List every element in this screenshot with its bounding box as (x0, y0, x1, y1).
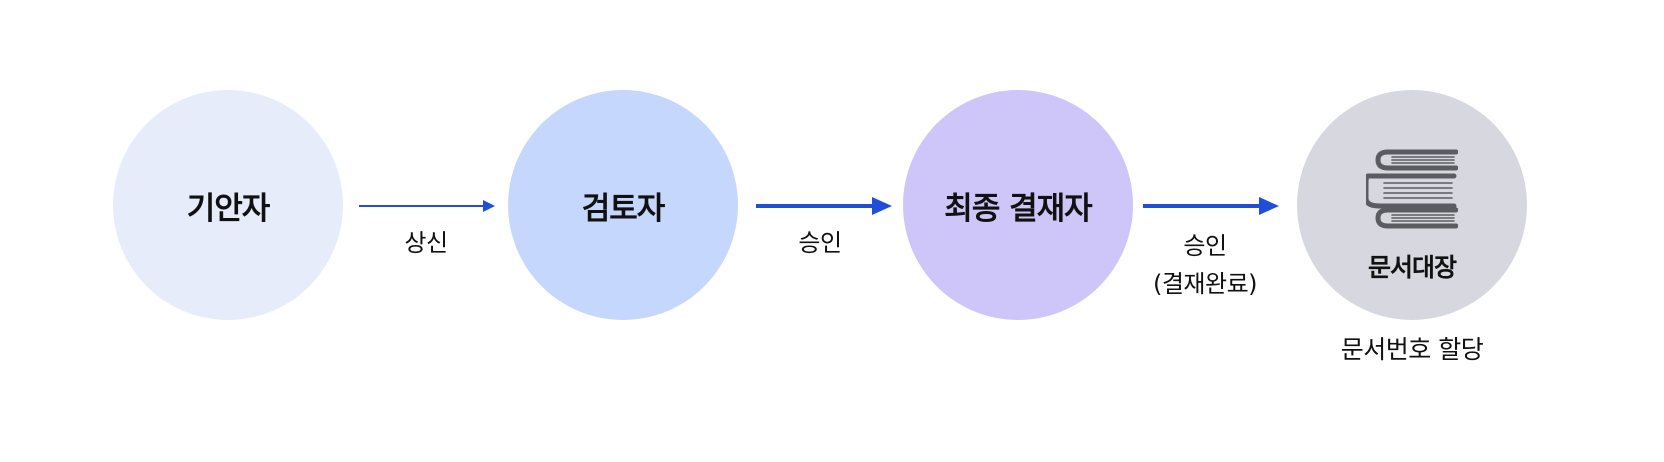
edge-submit-text: 상신 (404, 229, 448, 257)
node-document-registry: 문서대장 (1297, 90, 1527, 320)
node-reviewer: 검토자 (508, 90, 738, 320)
arrow-final-approve (1143, 197, 1279, 215)
arrow-approve (756, 197, 892, 215)
edge-final-approve-text: 승인 (1183, 232, 1227, 260)
edge-label-final-approve: 승인 (결재완료) (1135, 227, 1275, 303)
node-final-approver-label: 최종 결재자 (944, 190, 1092, 227)
node-reviewer-label: 검토자 (581, 190, 666, 227)
node-drafter: 기안자 (113, 90, 343, 320)
node-drafter-label: 기안자 (186, 190, 271, 227)
registry-note: 문서번호 할당 (1312, 330, 1512, 366)
registry-note-text: 문서번호 할당 (1340, 335, 1484, 364)
books-stack-icon (1366, 149, 1458, 229)
edge-approve-text: 승인 (798, 229, 842, 257)
edge-label-submit: 상신 (386, 224, 466, 262)
edge-final-approve-note: (결재완료) (1152, 270, 1258, 298)
node-final-approver: 최종 결재자 (903, 90, 1133, 320)
arrow-submit (359, 200, 495, 212)
node-document-registry-label: 문서대장 (1367, 253, 1457, 282)
edge-label-approve: 승인 (780, 224, 860, 262)
